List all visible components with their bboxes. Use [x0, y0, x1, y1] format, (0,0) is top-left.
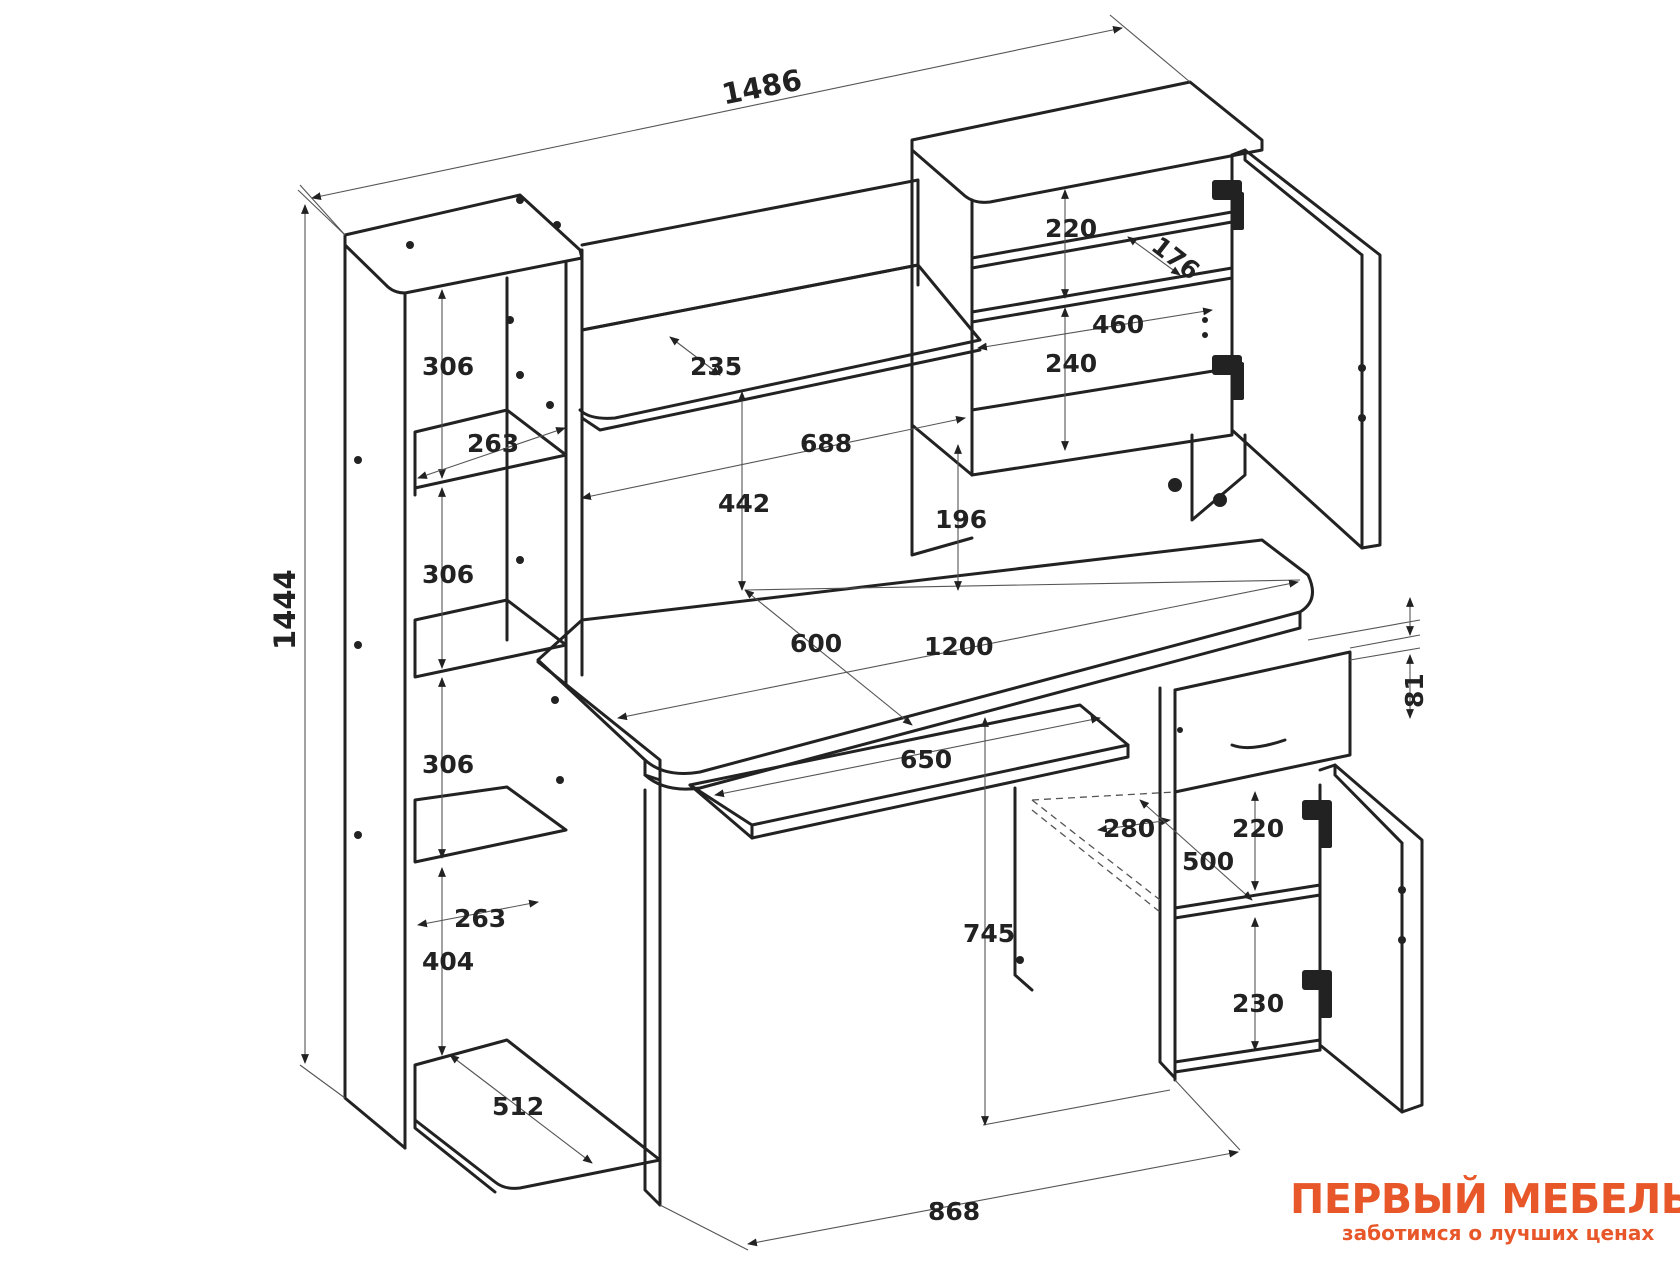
dim-desk-depth: 600	[790, 629, 842, 658]
dim-keyboard-tray: 650	[900, 745, 952, 774]
dim-tower-shelf-depth-top: 263	[467, 429, 519, 458]
dim-tower-base-depth: 512	[492, 1092, 544, 1121]
dim-tower-shelf-2: 306	[422, 560, 474, 589]
dim-pedestal-inner-width: 280	[1103, 814, 1155, 843]
upper-cabinet	[910, 80, 1382, 557]
dim-tower-shelf-3: 306	[422, 750, 474, 779]
dim-pedestal-shelf-bottom: 230	[1232, 989, 1284, 1018]
dim-drawer-height: 81	[1400, 673, 1429, 708]
dim-desk-height: 745	[963, 919, 1015, 948]
dim-total-width: 1486	[719, 63, 805, 112]
dim-cabinet-shelf-bottom: 240	[1045, 349, 1097, 378]
dim-tower-bottom-height: 404	[422, 947, 474, 976]
dimension-lines	[297, 14, 1421, 1251]
dim-total-height: 1444	[268, 569, 302, 650]
dim-base-depth: 868	[928, 1197, 980, 1226]
dim-upper-shelf-depth: 235	[690, 352, 742, 381]
brand-tagline: заботимся о лучших ценах	[1342, 1221, 1654, 1245]
dim-tower-shelf-1: 306	[422, 352, 474, 381]
dim-cabinet-shelf-top: 220	[1045, 214, 1097, 243]
dim-tower-shelf-depth-bottom: 263	[454, 904, 506, 933]
dim-upper-span: 688	[800, 429, 852, 458]
watermark: ПЕРВЫЙ МЕБЕЛЬНЫЙ заботимся о лучших цена…	[1290, 1175, 1680, 1245]
brand-logo-text: ПЕРВЫЙ МЕБЕЛЬНЫЙ	[1290, 1175, 1680, 1223]
dim-desk-length: 1200	[924, 632, 994, 661]
dim-niche-height: 196	[935, 505, 987, 534]
dim-cabinet-width: 460	[1092, 310, 1144, 339]
dim-upper-clear-height: 442	[718, 489, 770, 518]
left-tower	[343, 193, 662, 1194]
dim-pedestal-shelf-top: 220	[1232, 814, 1284, 843]
dim-pedestal-depth: 500	[1182, 847, 1234, 876]
desk-top	[536, 538, 1314, 840]
